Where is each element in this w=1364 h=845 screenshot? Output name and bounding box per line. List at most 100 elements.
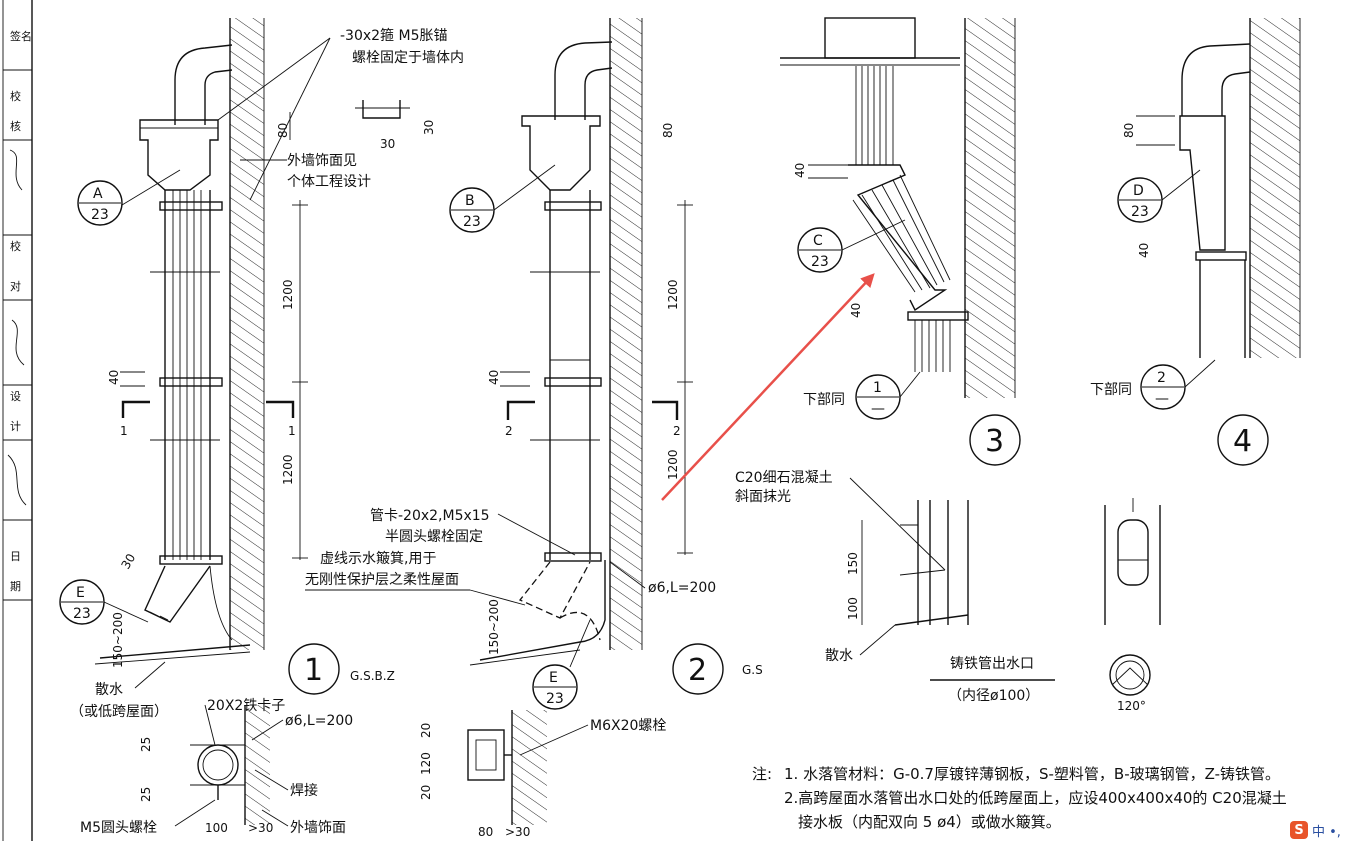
view-number: 1 xyxy=(304,653,323,688)
signature-scribble xyxy=(7,149,27,506)
wall-hatch xyxy=(245,705,270,825)
titleblock-cell: 校 xyxy=(10,89,21,103)
wall-note: 外墙饰面见 xyxy=(287,153,357,169)
callout-num: — xyxy=(871,401,885,417)
pipe-section xyxy=(197,744,239,786)
view-4: 80 40 D 23 下部同 2 — 4 xyxy=(1090,18,1301,466)
apron-label: 散水 xyxy=(825,648,853,664)
dim-25: 25 xyxy=(139,737,153,752)
section-mark xyxy=(121,400,150,418)
dim-30: 30 xyxy=(118,551,138,571)
lower-same-label: 下部同 xyxy=(1090,382,1132,398)
bracket-note: 螺栓固定于墙体内 xyxy=(352,50,464,66)
wall-hatch xyxy=(610,18,642,650)
concrete-note: 斜面抹光 xyxy=(735,489,791,505)
callout-letter: E xyxy=(549,670,558,686)
section-mark xyxy=(266,400,295,418)
dim-1200: 1200 xyxy=(281,279,295,310)
titleblock-cell: 计 xyxy=(10,420,21,433)
section-label: 2 xyxy=(505,424,513,438)
callout-num: 23 xyxy=(73,606,91,622)
section-mark xyxy=(506,400,535,420)
dim-40: 40 xyxy=(1137,243,1151,258)
rod-label: ø6,L=200 xyxy=(285,713,353,729)
outlet-detail: C20细石混凝土 斜面抹光 150 100 散水 铸铁管出水口 （内径ø100）… xyxy=(735,470,1161,713)
lower-same-label: 下部同 xyxy=(803,392,845,408)
dim-20: 20 xyxy=(419,785,433,800)
dim-100: 100 xyxy=(205,821,228,835)
wall-hatch xyxy=(1250,18,1300,358)
dim-150-200: 150~200 xyxy=(487,599,501,655)
dim-1200: 1200 xyxy=(666,449,680,480)
view-3: 40 40 C 23 下部同 1 — 3 xyxy=(780,17,1021,466)
callout-a xyxy=(77,180,123,226)
dim-30: >30 xyxy=(248,821,273,835)
concrete-note: C20细石混凝土 xyxy=(735,470,833,486)
facing-label: 外墙饰面 xyxy=(290,820,346,836)
clamp-detail: 20X2铁卡子 ø6,L=200 25 25 焊接 M5圆头螺栓 100 >30… xyxy=(80,698,666,839)
bolt-label: M5圆头螺栓 xyxy=(80,820,157,836)
wall-hatch xyxy=(512,710,547,825)
dim-20: 20 xyxy=(419,723,433,738)
wall-hatch xyxy=(965,18,1015,398)
callout-e xyxy=(532,664,578,710)
dim-80: 80 xyxy=(661,123,675,138)
dim-40: 40 xyxy=(793,163,807,178)
angle-label: 120° xyxy=(1117,699,1146,713)
clamp-note: 半圆头螺栓固定 xyxy=(385,529,483,545)
callout-num: 23 xyxy=(546,691,564,707)
callout-num: 23 xyxy=(811,254,829,270)
material-code: G.S xyxy=(742,663,763,677)
section-mark xyxy=(652,400,679,420)
outlet-subtitle: （内径ø100） xyxy=(948,688,1039,704)
dim-1200: 1200 xyxy=(281,454,295,485)
dim-80: 80 xyxy=(478,825,493,839)
titleblock-cell: 对 xyxy=(10,279,21,293)
view-number-circle xyxy=(672,643,724,695)
view-number-circle xyxy=(1217,414,1269,466)
dim-30: 30 xyxy=(380,137,395,151)
callout-letter: 1 xyxy=(873,380,882,396)
titleblock-cell: 期 xyxy=(10,580,21,593)
callout-num: 23 xyxy=(463,214,481,230)
section-label: 2 xyxy=(673,424,681,438)
section-label: 1 xyxy=(120,424,128,438)
clamp-note: 管卡-20x2,M5x15 xyxy=(370,508,490,524)
wall-note: 个体工程设计 xyxy=(287,174,371,190)
view-number: 2 xyxy=(688,653,707,688)
dim-25: 25 xyxy=(139,787,153,802)
view-number: 4 xyxy=(1233,424,1252,459)
callout-letter: 2 xyxy=(1157,370,1166,386)
bracket-detail: -30x2箍 M5胀锚 螺栓固定于墙体内 30 30 xyxy=(217,27,464,201)
bracket-note: -30x2箍 M5胀锚 xyxy=(340,27,448,44)
ime-toolbar[interactable]: S 中 •, xyxy=(1290,819,1364,841)
dim-40: 40 xyxy=(849,303,863,318)
apron-label: 散水 xyxy=(95,682,123,698)
notes-prefix: 注: xyxy=(752,765,772,783)
view-number: 3 xyxy=(985,424,1004,459)
view-2: 1200 1200 80 40 150~200 2 2 B 23 E 23 管卡… xyxy=(305,18,763,710)
dim-100: 100 xyxy=(846,597,860,620)
annotation-arrow xyxy=(661,273,875,501)
dim-40: 40 xyxy=(487,370,501,385)
weld-label: 焊接 xyxy=(290,782,318,799)
note-line: 1. 水落管材料：G-0.7厚镀锌薄钢板，S-塑料管，B-玻璃钢管，Z-铸铁管。 xyxy=(784,765,1280,783)
dim-80: 80 xyxy=(1122,123,1136,138)
apron-alt-label: （或低跨屋面） xyxy=(70,704,168,720)
outlet-title: 铸铁管出水口 xyxy=(950,656,1034,672)
ime-status[interactable]: 中 •, xyxy=(1312,824,1341,840)
dim-120: 120 xyxy=(419,752,433,775)
note-line: 2.高跨屋面水落管出水口处的低跨屋面上，应设400x400x40的 C20混凝土 xyxy=(784,789,1287,807)
titleblock-cell: 签名 xyxy=(10,29,32,43)
dim-30: 30 xyxy=(422,120,436,135)
dim-80: 80 xyxy=(276,123,290,138)
dim-150-200: 150~200 xyxy=(111,612,125,668)
titleblock-cell: 校 xyxy=(10,239,21,253)
callout-letter: C xyxy=(813,233,823,249)
sogou-icon[interactable]: S xyxy=(1290,821,1308,839)
dim-150: 150 xyxy=(846,552,860,575)
view-number-circle xyxy=(969,414,1021,466)
title-block: 签名 校 核 校 对 设 计 日 期 xyxy=(2,0,33,841)
